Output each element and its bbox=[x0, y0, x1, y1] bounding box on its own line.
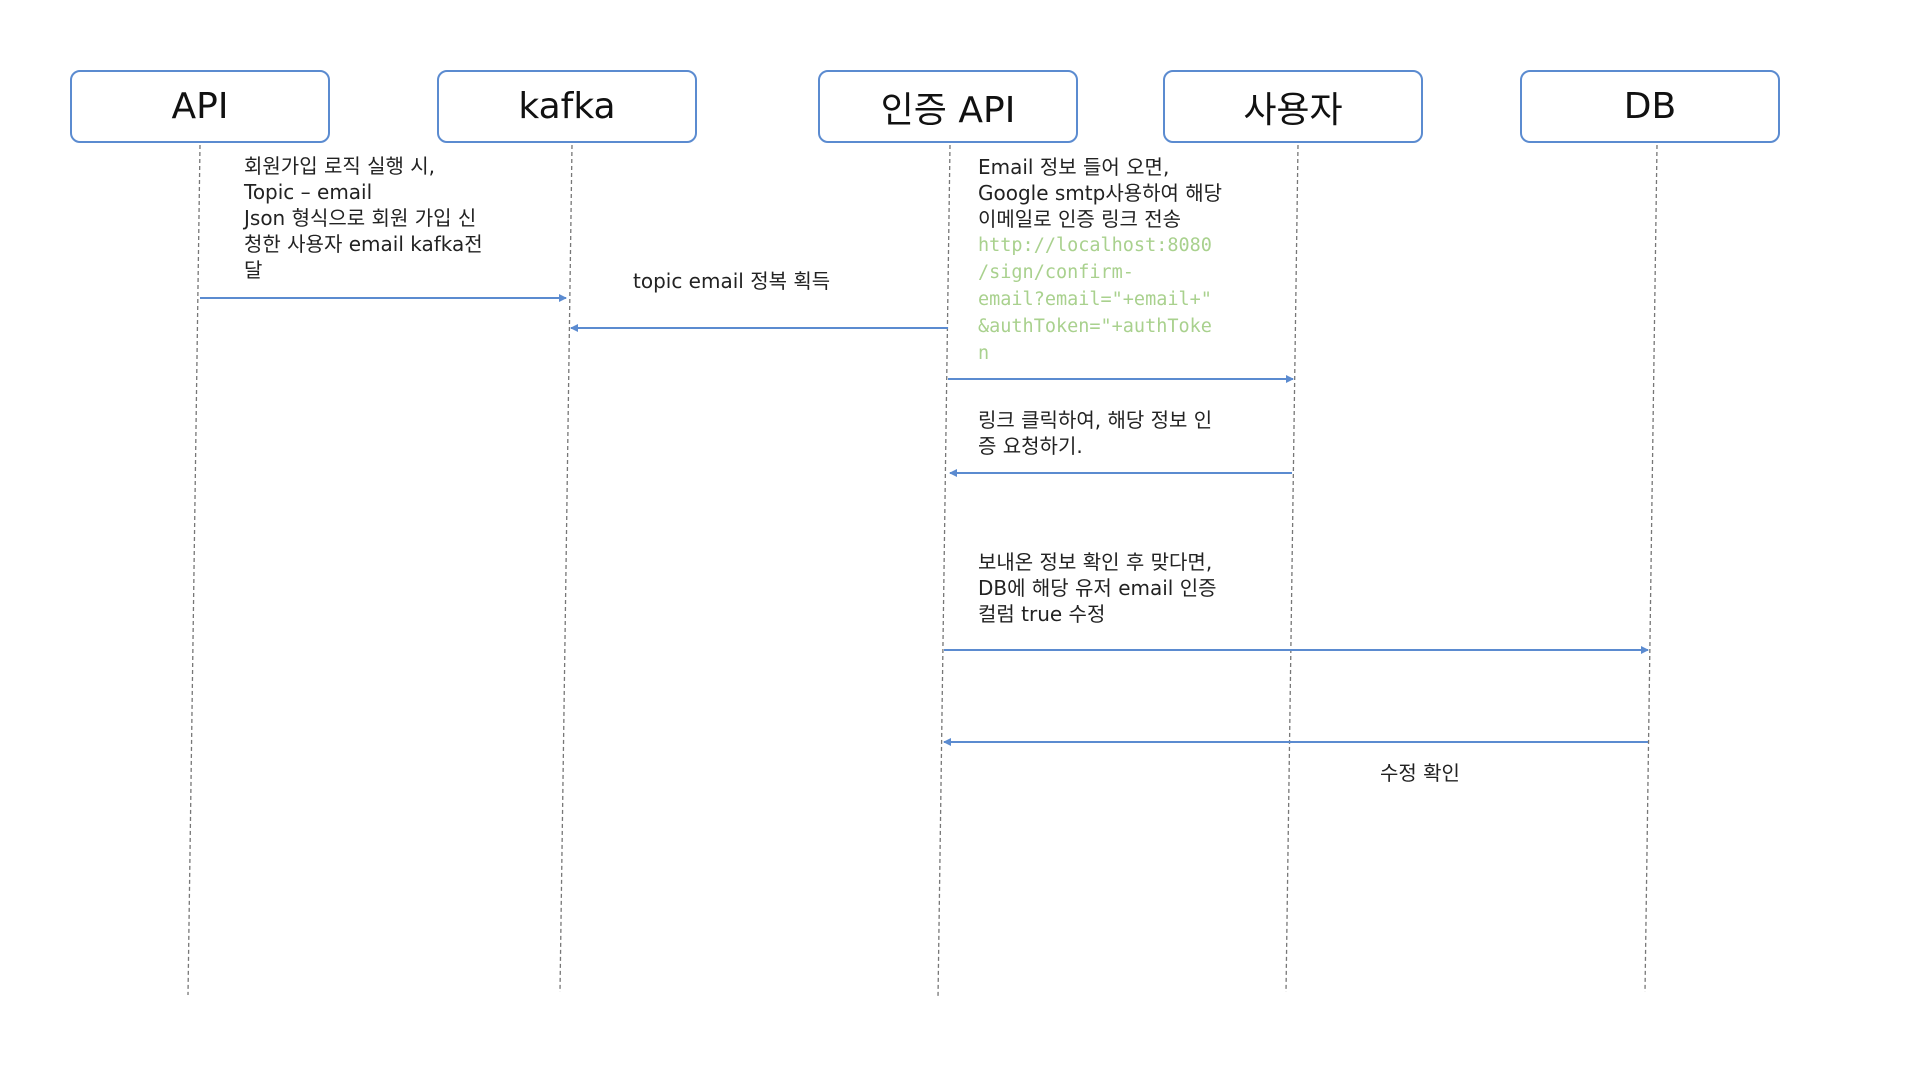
note-line: DB에 해당 유저 email 인증 bbox=[978, 576, 1217, 600]
code-line: http://localhost:8080 bbox=[978, 235, 1212, 256]
note-line: 회원가입 로직 실행 시, bbox=[244, 154, 436, 178]
lifeline-db bbox=[1644, 144, 1658, 993]
note-line: Json 형식으로 회원 가입 신 bbox=[244, 206, 477, 230]
note-signup-publish: 회원가입 로직 실행 시, Topic – email Json 형식으로 회원… bbox=[244, 153, 483, 283]
note-line: 보내온 정보 확인 후 맞다면, bbox=[978, 550, 1213, 574]
lifeline-kafka bbox=[559, 144, 573, 993]
note-send-auth-link: Email 정보 들어 오면, Google smtp사용하여 해당 이메일로 … bbox=[978, 154, 1222, 367]
note-line: Google smtp사용하여 해당 bbox=[978, 181, 1223, 205]
note-line: 달 bbox=[244, 258, 263, 282]
note-line: Topic – email bbox=[244, 180, 373, 204]
note-line: 컬럼 true 수정 bbox=[978, 602, 1106, 626]
note-line: 링크 클릭하여, 해당 정보 인 bbox=[978, 408, 1213, 432]
note-topic-consume: topic email 정복 획득 bbox=[633, 268, 830, 294]
note-line: 수정 확인 bbox=[1380, 761, 1460, 785]
note-line: Email 정보 들어 오면, bbox=[978, 155, 1170, 179]
lifeline-box-api: API bbox=[70, 70, 330, 143]
note-update-db: 보내온 정보 확인 후 맞다면, DB에 해당 유저 email 인증 컬럼 t… bbox=[978, 549, 1217, 627]
lifeline-api bbox=[187, 144, 201, 996]
lifeline-label-db: DB bbox=[1623, 86, 1677, 127]
code-line: &authToken="+authToke bbox=[978, 316, 1212, 337]
lifeline-label-api: API bbox=[171, 86, 229, 127]
note-line: 이메일로 인증 링크 전송 bbox=[978, 207, 1182, 231]
lifeline-box-db: DB bbox=[1520, 70, 1780, 143]
note-line: 증 요청하기. bbox=[978, 434, 1083, 458]
lifeline-box-user: 사용자 bbox=[1163, 70, 1423, 143]
code-line: n bbox=[978, 343, 990, 364]
lifeline-auth-api bbox=[937, 144, 951, 999]
lifeline-box-auth-api: 인증 API bbox=[818, 70, 1078, 143]
note-click-link: 링크 클릭하여, 해당 정보 인 증 요청하기. bbox=[978, 407, 1212, 459]
note-line: 청한 사용자 email kafka전 bbox=[244, 232, 483, 256]
note-update-confirm: 수정 확인 bbox=[1380, 760, 1460, 786]
lifeline-box-kafka: kafka bbox=[437, 70, 697, 143]
note-line: topic email 정복 획득 bbox=[633, 269, 831, 293]
code-line: email?email="+email+" bbox=[978, 289, 1212, 310]
code-line: /sign/confirm- bbox=[978, 262, 1134, 283]
lifeline-label-user: 사용자 bbox=[1243, 89, 1343, 131]
lifeline-label-auth-api: 인증 API bbox=[880, 89, 1016, 131]
lifeline-user bbox=[1285, 144, 1299, 993]
lifeline-label-kafka: kafka bbox=[518, 86, 616, 127]
